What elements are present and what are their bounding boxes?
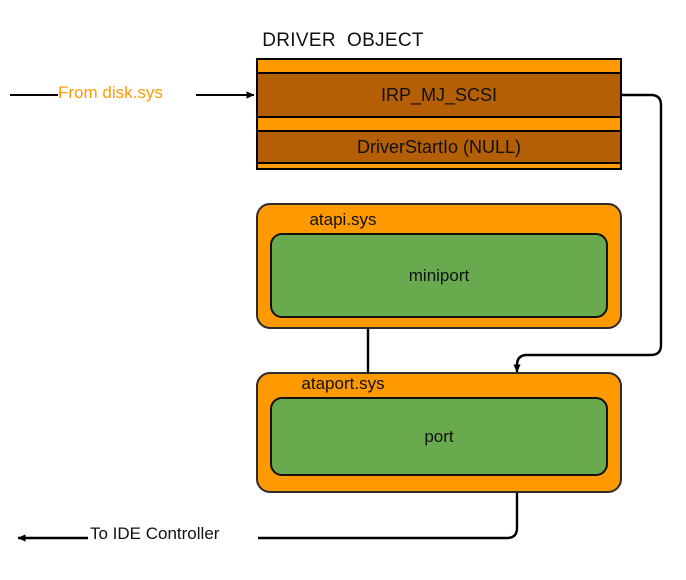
from-disk-sys-label: From disk.sys <box>58 83 163 102</box>
miniport-label: miniport <box>408 265 470 285</box>
atapi-module-title: atapi.sys <box>309 210 377 229</box>
driver-object-title: DRIVER OBJECT <box>262 30 424 51</box>
irp-to-ataport-path <box>513 93 663 373</box>
ataport-module-title: ataport.sys <box>301 374 385 393</box>
irp-mj-scsi-label: IRP_MJ_SCSI <box>380 84 498 105</box>
driver-object-row-irp-mj-scsi: IRP_MJ_SCSI <box>258 72 620 118</box>
to-ide-controller-label: To IDE Controller <box>90 524 220 543</box>
port-box: port <box>270 397 608 476</box>
driver-object-row-driver-startio: DriverStartIo (NULL) <box>258 130 620 164</box>
driver-startio-label: DriverStartIo (NULL) <box>356 136 522 157</box>
miniport-box: miniport <box>270 233 608 318</box>
outbound-path <box>258 493 519 540</box>
port-label: port <box>424 426 454 446</box>
driver-object-box: IRP_MJ_SCSI DriverStartIo (NULL) <box>256 58 622 170</box>
